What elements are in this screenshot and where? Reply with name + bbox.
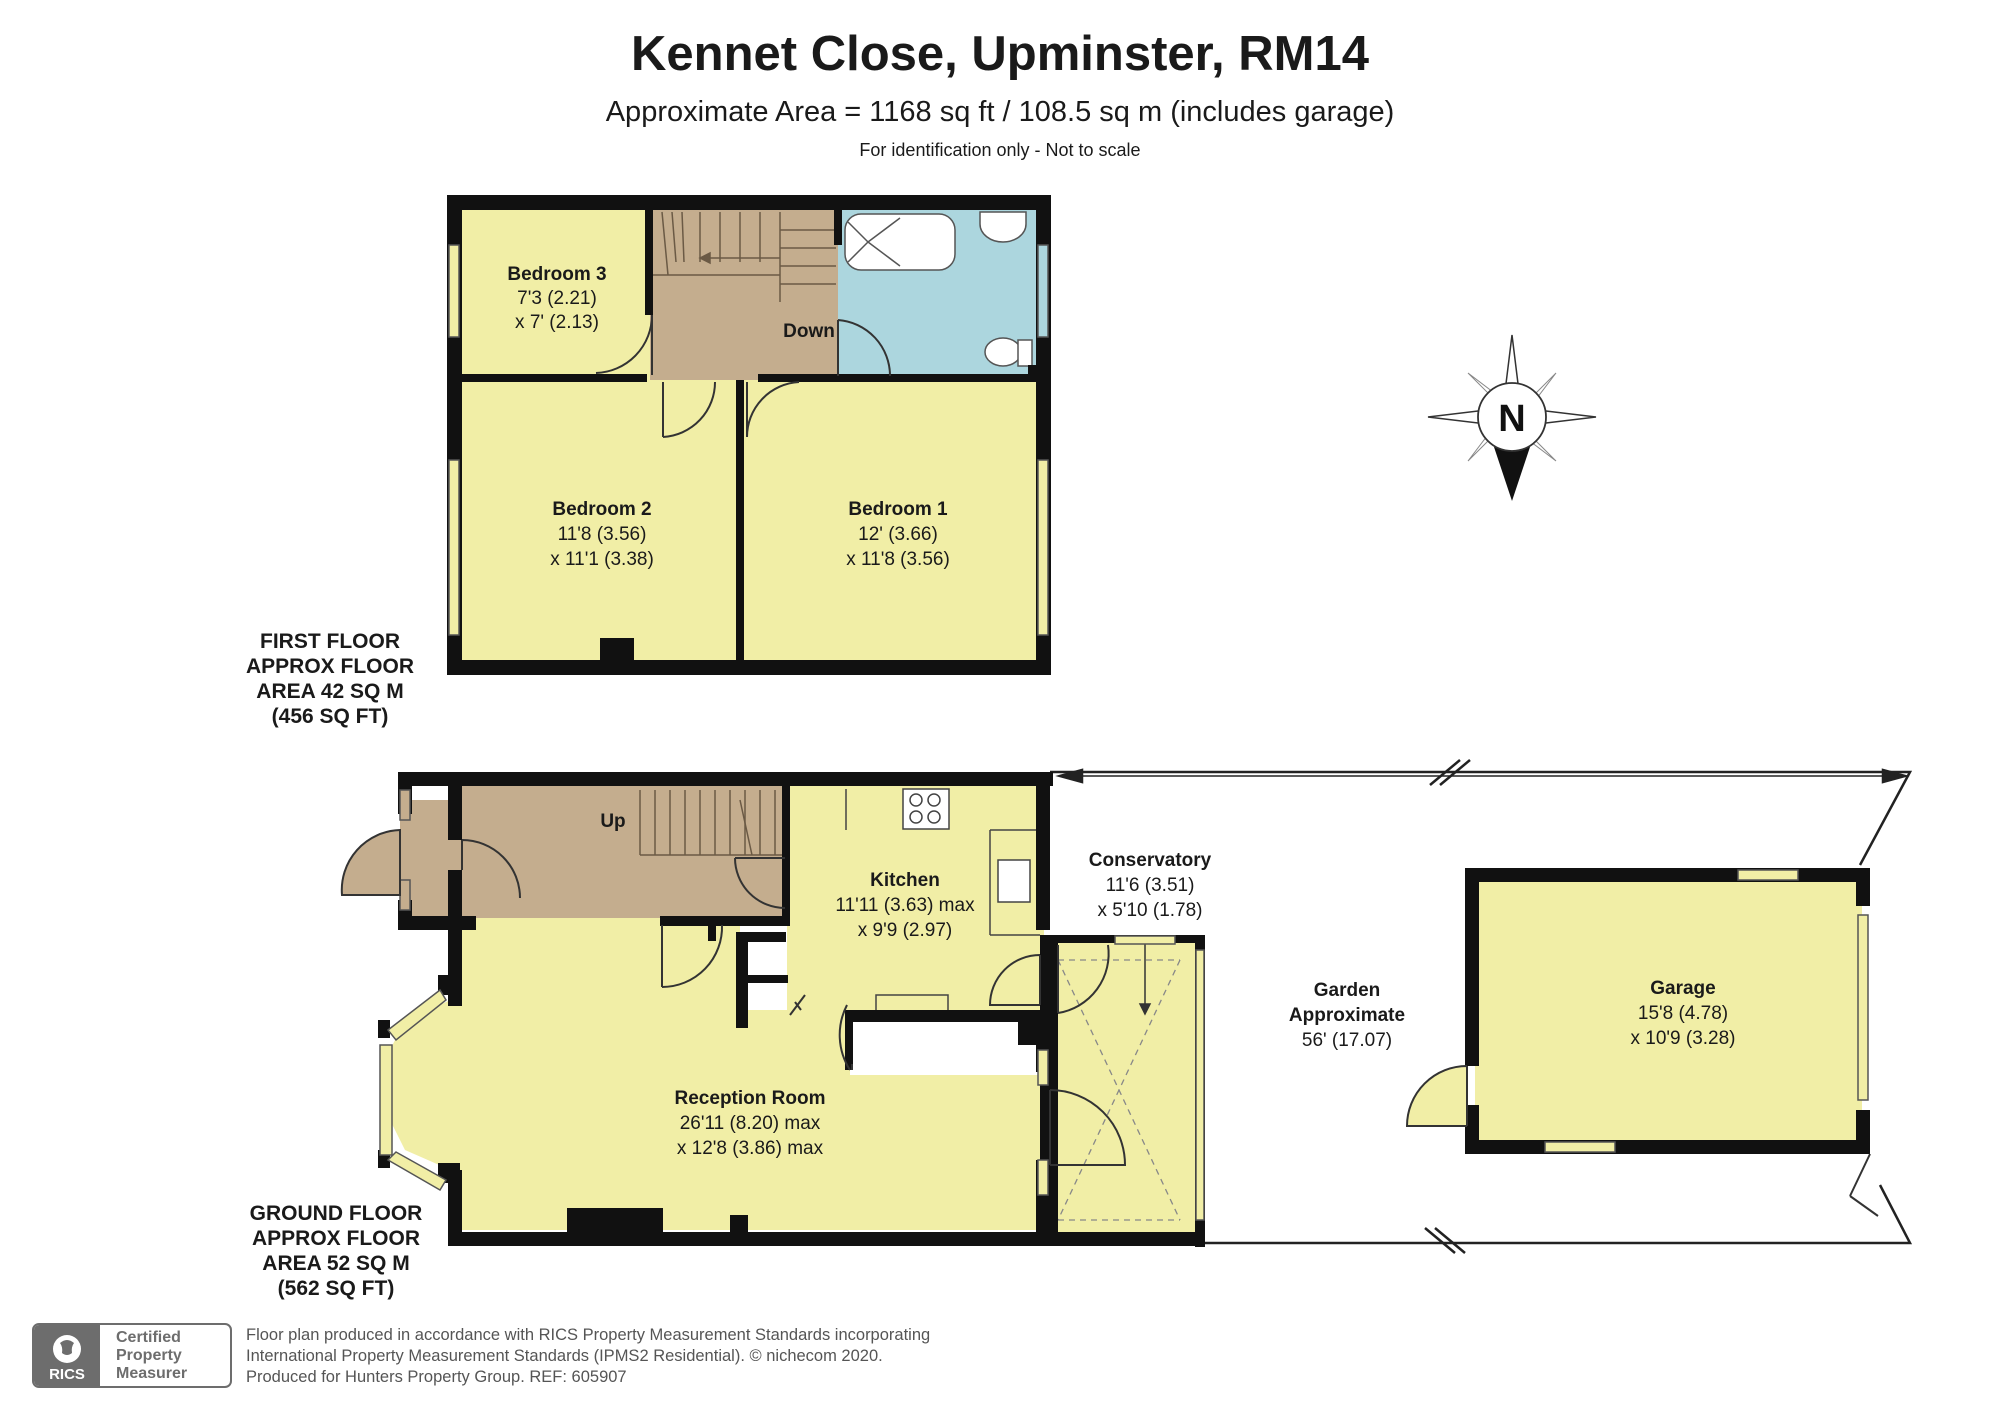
badge-text: Certified Property Measurer (116, 1329, 187, 1383)
page-title: Kennet Close, Upminster, RM14 (631, 27, 1369, 81)
footer-line: International Property Measurement Stand… (246, 1347, 883, 1365)
reception-room-area (385, 918, 1044, 1230)
room-dims: 15'8 (4.78) (1638, 1003, 1728, 1024)
ground-floor-doors (461, 839, 1127, 1166)
hallway-area (462, 780, 787, 918)
floor-label-line: (456 SQ FT) (272, 705, 389, 728)
scale-note: For identification only - Not to scale (859, 140, 1141, 160)
floor-label-line: FIRST FLOOR (260, 630, 400, 653)
room-name: Kitchen (870, 870, 940, 891)
rics-logo: RICS (34, 1325, 100, 1386)
badge-line: Measurer (116, 1365, 188, 1382)
certified-measurer-badge: RICS Certified Property Measurer (32, 1323, 232, 1388)
floor-label-line: APPROX FLOOR (252, 1227, 420, 1250)
room-dims: 11'6 (3.51) (1106, 875, 1195, 896)
room-name: Bedroom 1 (848, 499, 948, 520)
floor-label-line: AREA 42 SQ M (256, 680, 403, 703)
first-floor-windows (448, 244, 1049, 636)
bay-window (379, 988, 448, 1192)
conservatory-area (1050, 935, 1200, 1235)
room-dims: 26'11 (8.20) max (680, 1113, 821, 1134)
room-dims: x 5'10 (1.78) (1097, 900, 1202, 921)
compass-icon: N (1427, 334, 1597, 501)
floor-label-line: AREA 52 SQ M (262, 1252, 409, 1275)
stairs-label: Down (783, 321, 835, 342)
kitchen-area (787, 780, 1044, 1065)
room-dims: x 9'9 (2.97) (858, 920, 952, 941)
room-dims: 12' (3.66) (858, 524, 938, 545)
room-name: Bedroom 3 (507, 264, 606, 285)
garden-label: Garden (1314, 980, 1381, 1001)
conservatory-glazing (1057, 959, 1181, 1221)
first-floor-plan (447, 195, 1051, 675)
conservatory-arrow (1138, 940, 1152, 1016)
room-name: Reception Room (675, 1088, 826, 1109)
stairs-label: Up (600, 811, 625, 832)
bedroom-3-area (460, 208, 650, 380)
room-labels: Bedroom 3 7'3 (2.21) x 7' (2.13) Down Be… (507, 264, 1735, 1159)
badge-line: Property (116, 1347, 182, 1364)
room-dims: 7'3 (2.21) (517, 288, 597, 309)
ground-floor-label: GROUND FLOOR APPROX FLOOR AREA 52 SQ M (… (250, 1202, 423, 1300)
room-name: Bedroom 2 (552, 499, 651, 520)
garden-dims: 56' (17.07) (1302, 1030, 1392, 1051)
floor-label-line: APPROX FLOOR (246, 655, 414, 678)
room-dims: x 11'8 (3.56) (846, 549, 950, 570)
room-dims: x 11'1 (3.38) (550, 549, 654, 570)
room-dims: x 7' (2.13) (515, 312, 599, 333)
room-dims: 11'8 (3.56) (558, 524, 647, 545)
badge-line: Certified (116, 1329, 181, 1346)
bedroom-1-area (740, 380, 1038, 665)
stairs-up (639, 790, 787, 856)
ground-floor-windows (399, 789, 1205, 1221)
footer-notes: Floor plan produced in accordance with R… (246, 1325, 930, 1388)
bathroom-fixtures (844, 211, 1033, 367)
landing-area (650, 208, 840, 380)
footer-line: Produced for Hunters Property Group. REF… (246, 1368, 627, 1386)
first-floor-label: FIRST FLOOR APPROX FLOOR AREA 42 SQ M (4… (246, 630, 414, 728)
front-door (340, 828, 401, 896)
first-floor-doors (595, 314, 892, 438)
garage (1405, 868, 1879, 1217)
room-dims: 11'11 (3.63) max (835, 895, 975, 916)
compass-label: N (1498, 398, 1525, 440)
ground-floor-plan (340, 759, 1913, 1254)
bedroom-2-area (460, 380, 740, 665)
footer-line: Floor plan produced in accordance with R… (246, 1326, 931, 1344)
rics-logo-text: RICS (49, 1366, 85, 1383)
garden-boundary (1050, 759, 1913, 1254)
rics-lion-icon: RICS (49, 1335, 85, 1383)
approximate-area: Approximate Area = 1168 sq ft / 108.5 sq… (605, 96, 1395, 128)
floor-label-line: (562 SQ FT) (278, 1277, 395, 1300)
room-dims: x 10'9 (3.28) (1630, 1028, 1735, 1049)
room-dims: x 12'8 (3.86) max (677, 1138, 824, 1159)
floor-label-line: GROUND FLOOR (250, 1202, 423, 1225)
porch-area (400, 800, 462, 918)
room-name: Conservatory (1089, 850, 1212, 871)
room-name: Garage (1650, 978, 1715, 999)
garden-label: Approximate (1289, 1005, 1405, 1026)
